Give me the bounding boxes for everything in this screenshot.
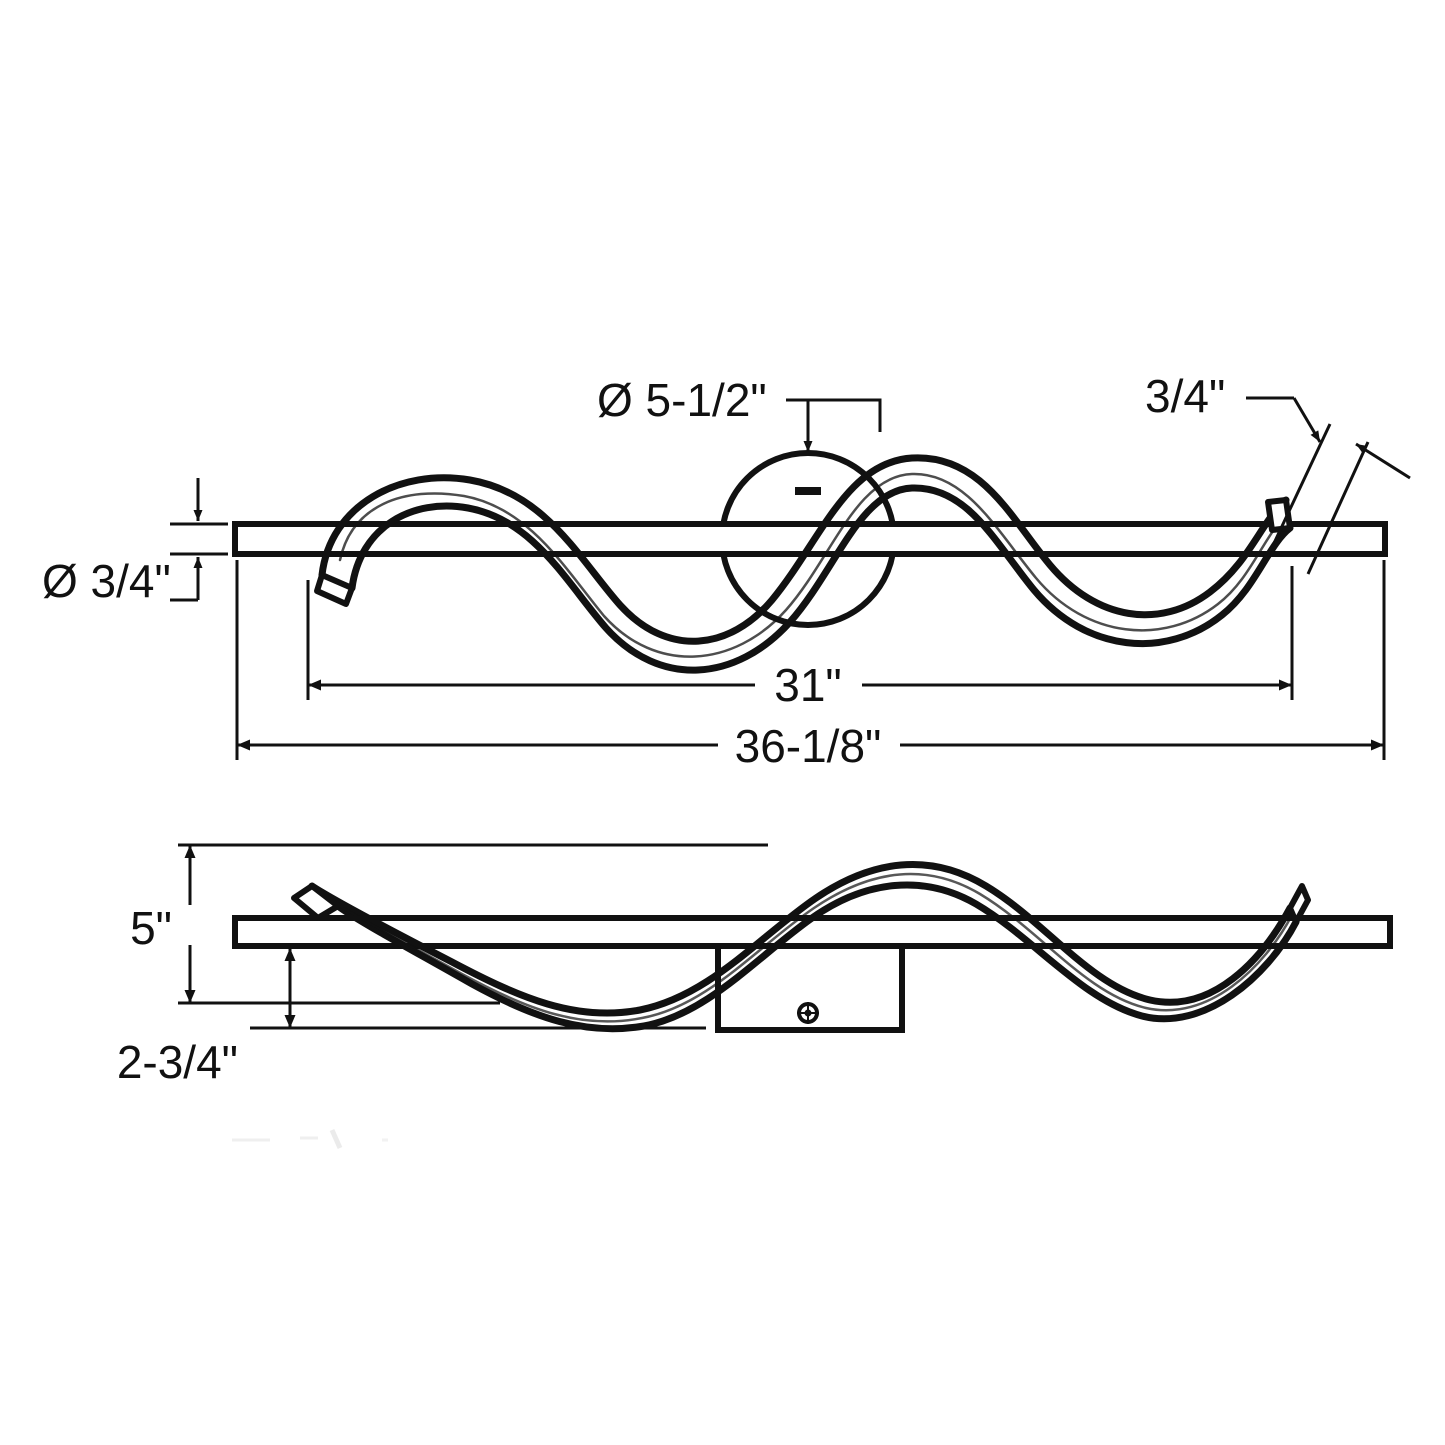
dim-bar-diameter	[170, 478, 228, 602]
canopy-slot-detail-front	[795, 487, 821, 495]
dim-ribbon-width	[1246, 396, 1411, 575]
wave-ribbon-side	[291, 860, 1311, 1033]
ribbon-right-end-side	[1287, 883, 1311, 925]
dim-label-overall-length: 36-1/8"	[735, 720, 882, 772]
dim-canopy-diameter	[786, 398, 882, 452]
dim-label-ribbon-width: 3/4"	[1145, 370, 1225, 422]
dim-overall-length	[235, 560, 1386, 760]
dim-ribbon-span	[306, 566, 1294, 700]
dim-label-overall-height: 5"	[130, 902, 172, 954]
bar-overlap-front	[250, 522, 1230, 556]
dim-label-bar-diameter: Ø 3/4"	[42, 555, 171, 607]
ribbon-left-end-side	[291, 883, 341, 921]
dim-overall-height	[178, 843, 768, 1005]
bar-overlap-side	[250, 916, 1386, 948]
dim-label-ribbon-span: 31"	[774, 659, 842, 711]
side-view: 5" 2-3/4"	[117, 843, 1393, 1088]
dim-label-canopy-diameter: Ø 5-1/2"	[597, 374, 767, 426]
dim-label-projection-depth: 2-3/4"	[117, 1036, 238, 1088]
dim-projection-depth	[250, 948, 706, 1030]
straight-bar-front	[232, 521, 1388, 557]
front-view: Ø 5-1/2" 3/4"	[42, 370, 1411, 772]
ribbon-left-end-front	[314, 572, 355, 607]
ghost-artifact	[232, 1128, 388, 1150]
mounting-screw-side	[797, 1002, 819, 1024]
